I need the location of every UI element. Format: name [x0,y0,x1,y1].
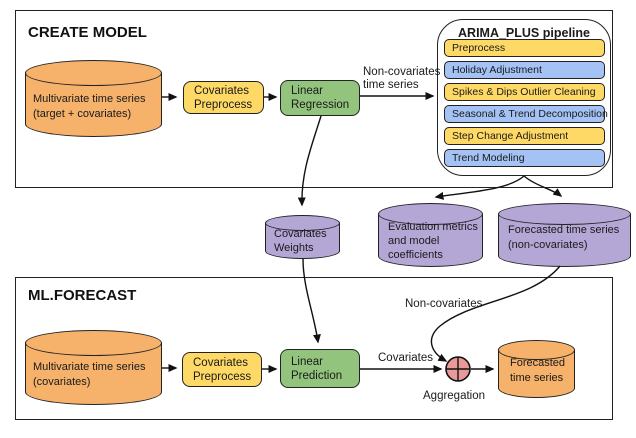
box-label: Preprocess [193,370,252,383]
arima-plus-pipeline-container: ARIMA_PLUS pipeline Preprocess Holiday A… [437,19,611,176]
pipeline-step-preprocess: Preprocess [444,39,605,57]
covariates-weights-label: Covariates Weights [274,228,327,254]
ml-forecast-title: ML.FORECAST [28,287,137,304]
box-label: Linear [291,355,323,368]
evaluation-metrics-label: Evaluation metrics and model coefficient… [388,221,478,261]
forecast-noncovariates-label: Forecasted time series (non-covariates) [508,224,620,251]
multivariate-covariates-cylinder: Multivariate time series (covariates) [25,330,162,405]
box-label: Covariates [193,356,248,369]
noncovariates-edge-label: Non-covariates [405,298,483,310]
multivariate-covariates-label: Multivariate time series (covariates) [33,361,146,388]
multivariate-target-label: Multivariate time series (target + covar… [33,93,146,120]
box-label: Linear [291,85,323,97]
cylinder-cap [25,330,162,356]
box-label: Preprocess [194,98,253,111]
evaluation-metrics-cylinder: Evaluation metrics and model coefficient… [378,203,483,267]
box-label: Covariates [194,84,249,97]
box-label: Prediction [291,369,343,382]
linear-prediction-box: Linear Prediction [280,349,360,388]
pipeline-step-seasonal-trend: Seasonal & Trend Decomposition [444,105,608,123]
covariates-weights-cylinder: Covariates Weights [265,215,340,259]
forecasted-timeseries-cylinder: Forecasted time series [498,340,575,398]
forecast-noncovariates-cylinder: Forecasted time series (non-covariates) [498,203,631,267]
aggregation-label: Aggregation [423,390,486,402]
cylinder-cap [265,215,340,231]
create-model-title: CREATE MODEL [28,24,147,41]
cylinder-cap [498,203,631,225]
cylinder-cap [378,203,483,225]
forecasted-timeseries-label: Forecasted time series [510,357,566,384]
pipeline-title: ARIMA_PLUS pipeline [458,26,590,40]
noncovariates-timeseries-edge-label: Non-covariates time series [363,66,441,91]
pipeline-step-spikes-dips: Spikes & Dips Outlier Cleaning [444,83,605,101]
cylinder-cap [25,60,162,86]
covariates-edge-label: Covariates [378,352,433,364]
pipeline-step-step-change: Step Change Adjustment [444,127,605,145]
covariates-preprocess-box-top: Covariates Preprocess [183,81,264,114]
pipeline-step-holiday-adjustment: Holiday Adjustment [444,61,605,79]
box-label: Regression [291,99,350,111]
covariates-preprocess-box-bottom: Covariates Preprocess [182,352,262,387]
multivariate-target-cylinder: Multivariate time series (target + covar… [25,60,162,137]
pipeline-step-trend-modeling: Trend Modeling [444,149,605,167]
linear-regression-box: Linear Regression [280,80,360,116]
